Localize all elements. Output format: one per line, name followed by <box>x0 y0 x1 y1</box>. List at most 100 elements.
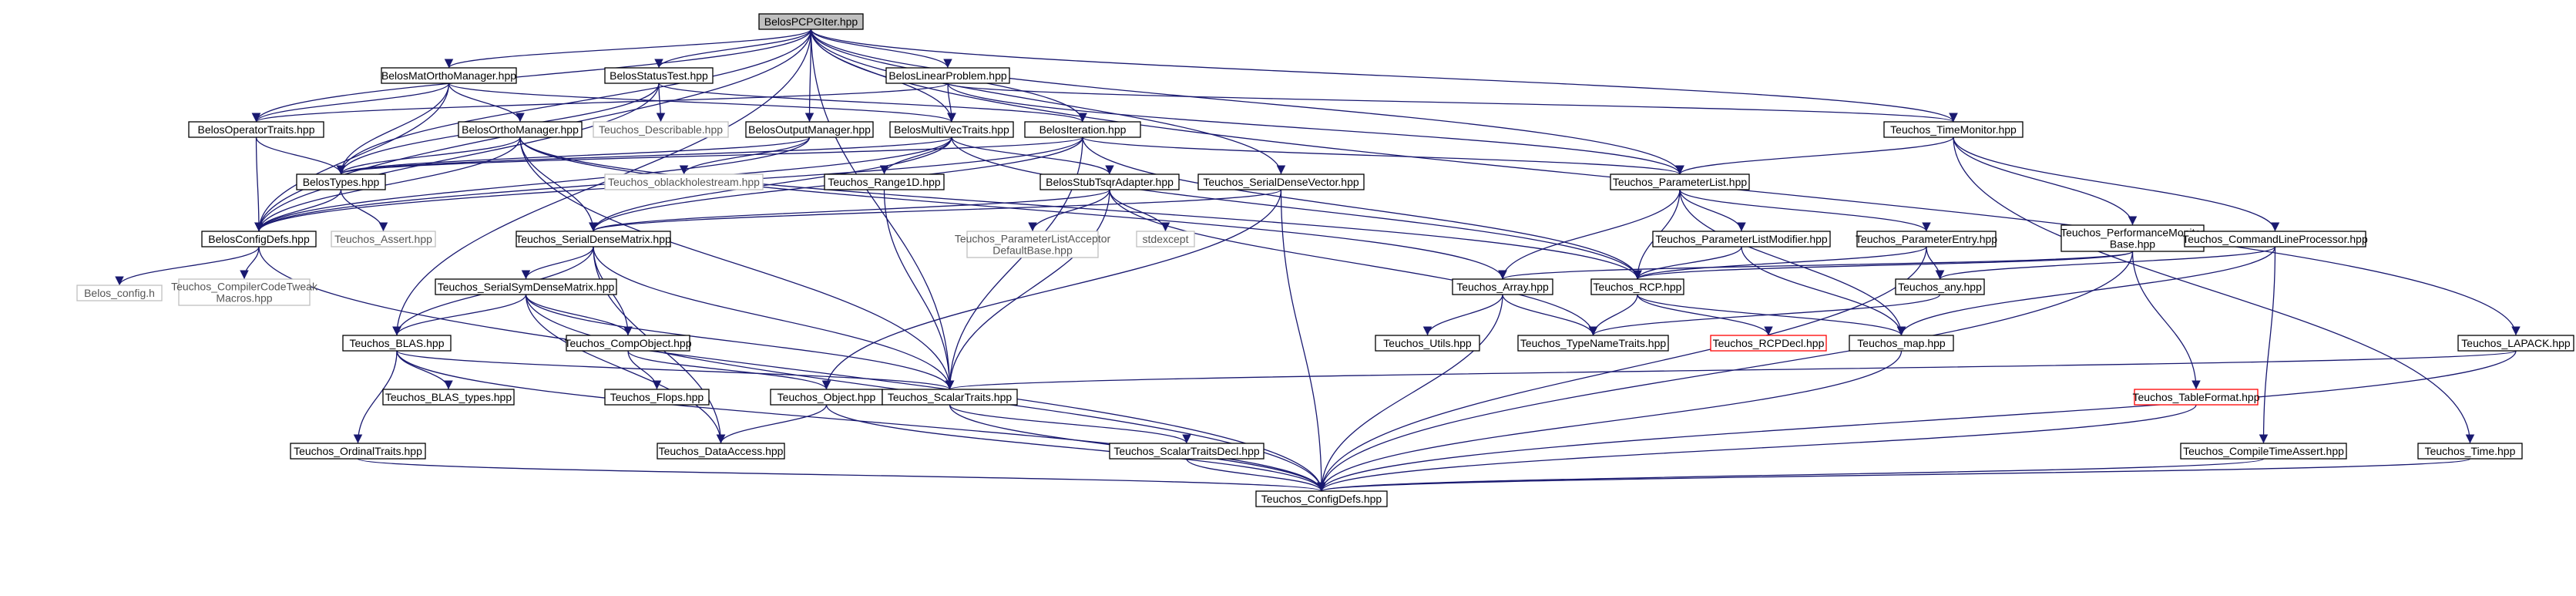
node-label: Teuchos_SerialDenseMatrix.hpp <box>516 233 671 245</box>
node-stubtsqr[interactable]: BelosStubTsqrAdapter.hpp <box>1039 173 1180 190</box>
edge-serialmat-to-scalar <box>593 246 955 390</box>
node-box <box>604 173 764 190</box>
node-range1d[interactable]: Teuchos_Range1D.hpp <box>824 173 945 190</box>
node-stdexcept[interactable]: stdexcept <box>1136 231 1195 247</box>
node-types[interactable]: BelosTypes.hpp <box>296 173 386 190</box>
node-compiletime[interactable]: Teuchos_CompileTimeAssert.hpp <box>2180 443 2347 460</box>
node-label: DefaultBase.hpp <box>992 244 1073 257</box>
node-ordinal[interactable]: Teuchos_OrdinalTraits.hpp <box>290 443 426 460</box>
node-utils[interactable]: Teuchos_Utils.hpp <box>1375 335 1480 352</box>
node-scalardecl[interactable]: Teuchos_ScalarTraitsDecl.hpp <box>1109 443 1264 460</box>
node-label: Teuchos_TableFormat.hpp <box>2133 391 2260 403</box>
edge-matortho-to-orthomgr <box>448 82 525 123</box>
node-status[interactable]: BelosStatusTest.hpp <box>604 67 714 84</box>
file-nodes: BelosPCPGIter.hppBelosMatOrthoManager.hp… <box>76 13 2574 507</box>
node-serialvec[interactable]: Teuchos_SerialDenseVector.hpp <box>1197 173 1365 190</box>
node-iteration[interactable]: BelosIteration.hpp <box>1024 121 1141 138</box>
node-map[interactable]: Teuchos_map.hpp <box>1849 335 1954 352</box>
node-optraits[interactable]: BelosOperatorTraits.hpp <box>188 121 324 138</box>
node-root[interactable]: BelosPCPGIter.hpp <box>758 13 864 30</box>
node-box <box>593 121 729 138</box>
node-box <box>188 121 324 138</box>
node-paramlist[interactable]: Teuchos_ParameterList.hpp <box>1610 173 1750 190</box>
node-label: Teuchos_ParameterListModifier.hpp <box>1655 233 1828 245</box>
edge-serialsym-to-blas <box>392 294 527 336</box>
node-box <box>290 443 426 460</box>
edge-stubtsqr-to-scalar <box>945 189 1110 390</box>
node-multivec[interactable]: BelosMultiVecTraits.hpp <box>889 121 1014 138</box>
edge-status-to-describable <box>656 82 666 123</box>
node-outmgr[interactable]: BelosOutputManager.hpp <box>745 121 874 138</box>
node-lapack[interactable]: Teuchos_LAPACK.hpp <box>2457 335 2574 352</box>
node-box <box>458 121 583 138</box>
node-time[interactable]: Teuchos_Time.hpp <box>2417 443 2523 460</box>
edge-compobj-to-object <box>627 350 831 390</box>
node-serialmat[interactable]: Teuchos_SerialDenseMatrix.hpp <box>516 231 671 247</box>
edge-object-to-dataaccess <box>716 404 828 444</box>
node-label: Teuchos_CommandLineProcessor.hpp <box>2182 233 2368 245</box>
node-typename[interactable]: Teuchos_TypeNameTraits.hpp <box>1517 335 1669 352</box>
node-label: Teuchos_ParameterEntry.hpp <box>1856 233 1997 245</box>
node-oblack[interactable]: Teuchos_oblackholestream.hpp <box>604 173 764 190</box>
node-matortho[interactable]: BelosMatOrthoManager.hpp <box>381 67 517 84</box>
node-dataaccess[interactable]: Teuchos_DataAccess.hpp <box>657 443 785 460</box>
node-label: BelosIteration.hpp <box>1039 123 1127 136</box>
node-blastypes[interactable]: Teuchos_BLAS_types.hpp <box>382 389 515 406</box>
node-label: Base.hpp <box>2110 238 2155 251</box>
edge-scalardecl-to-configdefs_t <box>1186 458 1326 492</box>
node-box <box>1849 335 1954 352</box>
node-box <box>889 121 1014 138</box>
node-rcpdecl[interactable]: Teuchos_RCPDecl.hpp <box>1710 335 1827 352</box>
node-timemon[interactable]: Teuchos_TimeMonitor.hpp <box>1883 121 2024 138</box>
edge-compobj-to-flops <box>627 350 662 390</box>
node-belosconfig[interactable]: Belos_config.h <box>76 285 163 301</box>
node-linprob[interactable]: BelosLinearProblem.hpp <box>885 67 1010 84</box>
edge-paramlist-to-plmod <box>1679 189 1746 232</box>
node-box <box>2134 389 2259 406</box>
edge-timemon-to-paramlist <box>1675 136 1954 175</box>
node-label: BelosOrthoManager.hpp <box>462 123 579 136</box>
edge-plmod-to-rcp <box>1633 246 1742 280</box>
node-label: Teuchos_ParameterListAcceptor <box>955 233 1111 245</box>
node-box <box>2457 335 2574 352</box>
node-box <box>882 389 1018 406</box>
edge-paramlist-to-array <box>1498 189 1681 280</box>
edge-matortho-to-multivec <box>448 82 956 123</box>
node-configdefs_b[interactable]: BelosConfigDefs.hpp <box>201 231 317 247</box>
node-box <box>76 285 163 301</box>
node-any[interactable]: Teuchos_any.hpp <box>1895 278 1985 295</box>
edge-root-to-status <box>654 29 812 69</box>
node-configdefs_t[interactable]: Teuchos_ConfigDefs.hpp <box>1255 490 1388 507</box>
node-scalar[interactable]: Teuchos_ScalarTraits.hpp <box>882 389 1018 406</box>
node-placcept[interactable]: Teuchos_ParameterListAcceptorDefaultBase… <box>955 231 1111 258</box>
node-blas[interactable]: Teuchos_BLAS.hpp <box>342 335 452 352</box>
edge-linprob-to-optraits <box>252 82 949 123</box>
edge-matortho-to-types <box>336 82 450 175</box>
node-label: Teuchos_Describable.hpp <box>599 123 723 136</box>
edge-types-to-assert <box>340 189 388 232</box>
node-orthomgr[interactable]: BelosOrthoManager.hpp <box>458 121 583 138</box>
node-array[interactable]: Teuchos_Array.hpp <box>1452 278 1553 295</box>
node-box <box>178 278 311 306</box>
node-object[interactable]: Teuchos_Object.hpp <box>770 389 883 406</box>
node-label: Teuchos_ScalarTraitsDecl.hpp <box>1113 445 1260 457</box>
node-cmdline[interactable]: Teuchos_CommandLineProcessor.hpp <box>2182 231 2368 247</box>
node-plmod[interactable]: Teuchos_ParameterListModifier.hpp <box>1652 231 1831 247</box>
node-box <box>1255 490 1388 507</box>
node-box <box>1452 278 1553 295</box>
node-flops[interactable]: Teuchos_Flops.hpp <box>604 389 710 406</box>
node-compobj[interactable]: Teuchos_CompObject.hpp <box>565 335 692 352</box>
node-tableformat[interactable]: Teuchos_TableFormat.hpp <box>2133 389 2260 406</box>
node-rcp[interactable]: Teuchos_RCP.hpp <box>1590 278 1684 295</box>
node-serialsym[interactable]: Teuchos_SerialSymDenseMatrix.hpp <box>435 278 617 295</box>
edge-ordinal-to-configdefs_t <box>357 458 1326 492</box>
edge-root-to-linprob <box>810 29 952 69</box>
node-label: Teuchos_oblackholestream.hpp <box>608 176 760 188</box>
node-label: Teuchos_ParameterList.hpp <box>1613 176 1748 188</box>
node-describable[interactable]: Teuchos_Describable.hpp <box>593 121 729 138</box>
edge-perfmon-to-configdefs_t <box>1317 251 2134 492</box>
node-pentry[interactable]: Teuchos_ParameterEntry.hpp <box>1856 231 1997 247</box>
node-assert[interactable]: Teuchos_Assert.hpp <box>331 231 436 247</box>
